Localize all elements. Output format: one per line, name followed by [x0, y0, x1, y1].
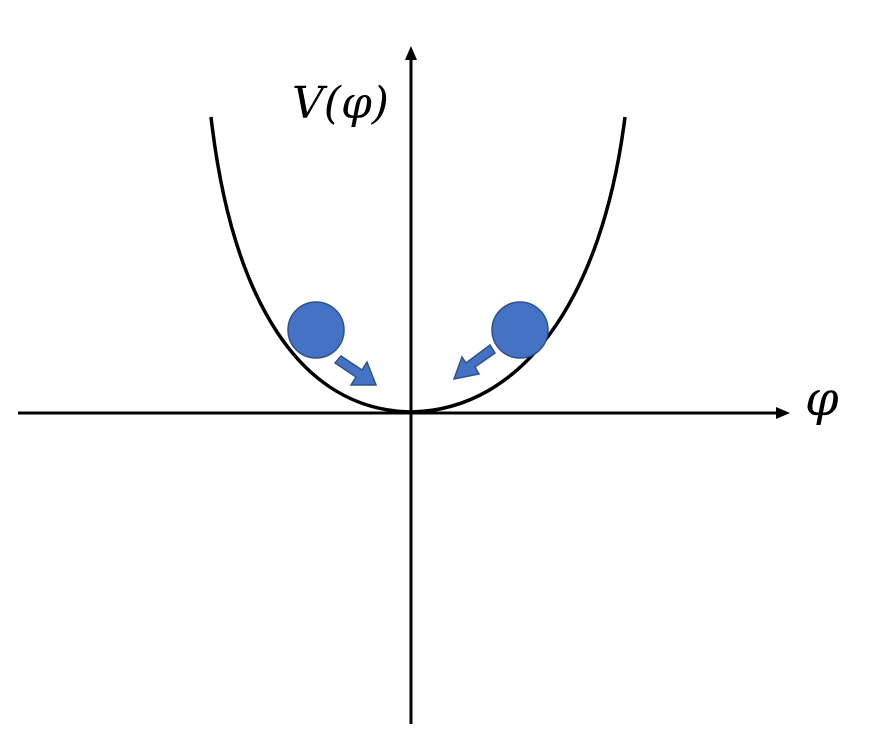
- left-arrow-icon: [333, 355, 378, 386]
- right-ball: [491, 301, 549, 359]
- right-arrow-icon: [452, 343, 497, 380]
- y-axis: [405, 46, 417, 724]
- y-axis-arrowhead-icon: [405, 46, 417, 60]
- right-ball-group: [452, 301, 549, 380]
- left-ball-group: [287, 301, 378, 386]
- x-axis-label: φ: [805, 371, 839, 427]
- x-axis-arrowhead-icon: [776, 407, 790, 419]
- y-axis-label: V(φ): [292, 78, 389, 129]
- left-ball: [287, 301, 345, 359]
- potential-curve: [209, 116, 627, 414]
